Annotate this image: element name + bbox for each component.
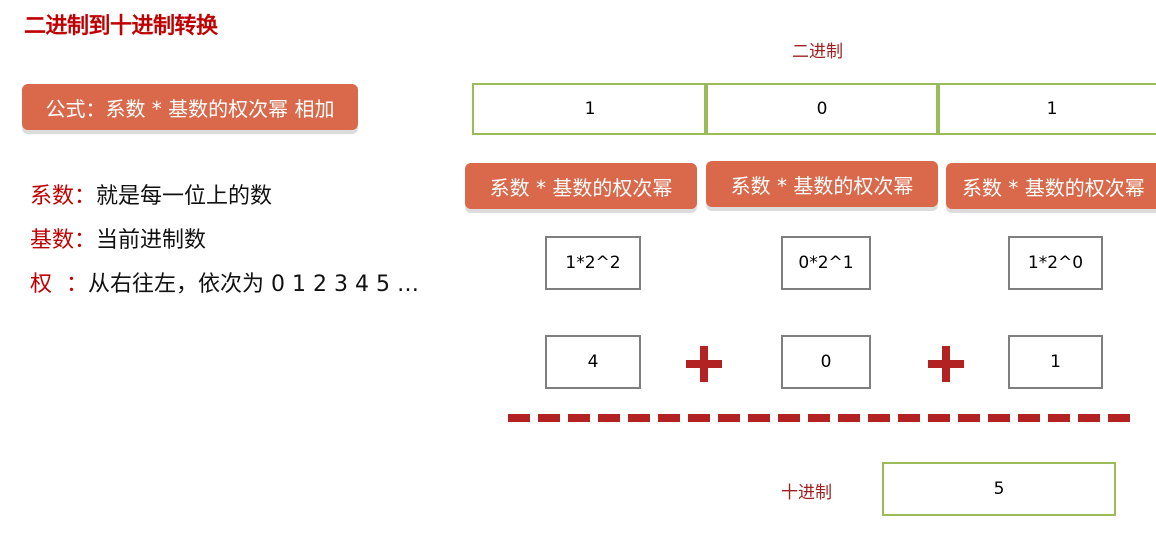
decimal-label: 十进制 bbox=[781, 483, 832, 503]
sum-divider-line bbox=[508, 414, 1132, 422]
formula-badge: 公式：系数 * 基数的权次幂 相加 bbox=[22, 84, 358, 130]
definition-coefficient: 系数：就是每一位上的数 bbox=[30, 178, 272, 210]
term-label-badge: 系数 * 基数的权次幂 bbox=[946, 163, 1156, 209]
plus-icon bbox=[686, 346, 722, 382]
product-box: 4 bbox=[545, 335, 641, 389]
decimal-result-cell: 5 bbox=[882, 462, 1116, 516]
binary-digit-cell: 1 bbox=[936, 83, 1156, 135]
binary-label: 二进制 bbox=[792, 42, 843, 62]
term-label-badge: 系数 * 基数的权次幂 bbox=[706, 161, 938, 207]
definition-term: 系数 bbox=[30, 184, 75, 209]
page-title: 二进制到十进制转换 bbox=[24, 14, 218, 39]
expression-box: 1*2^2 bbox=[545, 236, 641, 290]
expression-box: 0*2^1 bbox=[781, 236, 871, 290]
definition-separator: ： bbox=[74, 184, 97, 209]
definition-separator: ： bbox=[66, 272, 89, 297]
term-label-badge: 系数 * 基数的权次幂 bbox=[465, 163, 697, 209]
definition-term: 基数 bbox=[30, 228, 75, 253]
definition-desc: 从右往左，依次为 0 1 2 3 4 5 … bbox=[88, 272, 419, 297]
plus-icon bbox=[928, 346, 964, 382]
product-box: 1 bbox=[1008, 335, 1103, 389]
definition-term: 权 bbox=[30, 272, 66, 297]
definition-base: 基数：当前进制数 bbox=[30, 222, 206, 254]
definition-desc: 就是每一位上的数 bbox=[96, 184, 273, 209]
binary-digit-cell: 0 bbox=[704, 83, 940, 135]
product-box: 0 bbox=[781, 335, 871, 389]
definition-desc: 当前进制数 bbox=[96, 228, 207, 253]
definition-separator: ： bbox=[74, 228, 97, 253]
definition-weight: 权 ：从右往左，依次为 0 1 2 3 4 5 … bbox=[30, 266, 419, 298]
binary-digit-cell: 1 bbox=[472, 83, 708, 135]
expression-box: 1*2^0 bbox=[1008, 236, 1103, 290]
